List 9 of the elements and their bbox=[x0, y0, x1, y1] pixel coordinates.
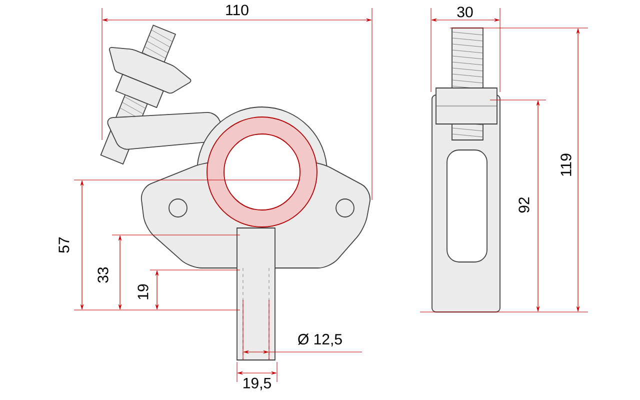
dimension-label: 119 bbox=[560, 152, 572, 178]
dimension-label: 92 bbox=[518, 196, 530, 214]
dimension-label: Ø 12,5 bbox=[296, 332, 344, 348]
dimension-label: 110 bbox=[224, 4, 250, 16]
dimension-label: 30 bbox=[456, 6, 474, 18]
dimension-label: 19 bbox=[136, 282, 150, 302]
dimension-label: 57 bbox=[58, 236, 70, 254]
dimension-label: 19,5 bbox=[241, 376, 273, 392]
dimension-label: 33 bbox=[96, 266, 110, 284]
